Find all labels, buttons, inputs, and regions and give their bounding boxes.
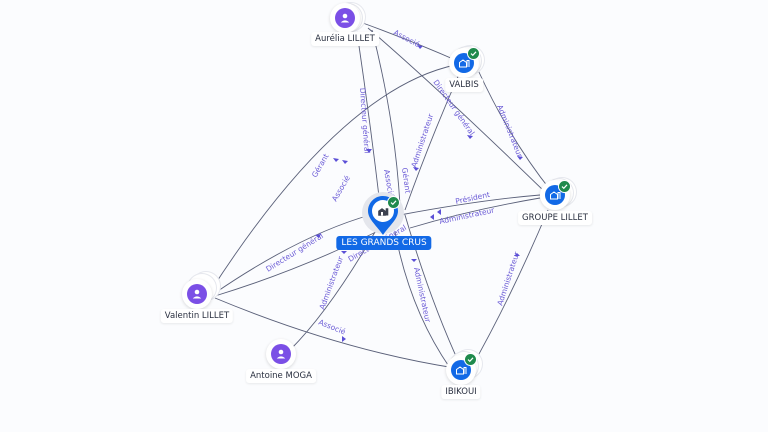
node-label: VALBIS xyxy=(445,78,483,92)
edge-valbis-main xyxy=(404,71,461,211)
edge-label: Directeur général xyxy=(358,88,372,154)
edge-arrow xyxy=(467,135,473,139)
main-node-label: LES GRANDS CRUS xyxy=(336,236,432,250)
person-icon xyxy=(271,344,291,364)
node-label: Antoine MOGA xyxy=(246,369,316,383)
edge-valentin-main-dg xyxy=(214,214,371,294)
building-icon xyxy=(378,208,389,216)
edge-label: Administrateur xyxy=(495,103,525,159)
verified-check-icon xyxy=(387,196,400,209)
edge-label: Gérant xyxy=(310,152,331,179)
edge-label: Administrateur xyxy=(412,267,433,324)
edge-label: Gérant xyxy=(400,167,413,194)
edge-valbis-valentin xyxy=(209,64,456,293)
edge-groupe-main-admin xyxy=(409,197,541,229)
edge-arrow xyxy=(517,156,523,160)
edge-label: Associé xyxy=(317,318,347,337)
edge-arrow xyxy=(333,158,339,162)
edge-arrow xyxy=(341,251,347,254)
edge-label: Associé xyxy=(392,28,422,49)
edge-arrow xyxy=(430,214,434,220)
node-label: GROUPE LILLET xyxy=(518,211,592,225)
person-icon xyxy=(335,8,355,28)
node-label: Aurélia LILLET xyxy=(311,32,379,46)
edge-groupe-ibikoui xyxy=(469,209,549,371)
edge-label: Administrateur xyxy=(317,254,345,310)
edge-arrow xyxy=(514,253,520,256)
edge-label: Associé xyxy=(330,174,352,203)
edge-arrow xyxy=(315,234,321,238)
edge-valbis-groupe xyxy=(477,69,553,193)
node-label: Valentin LILLET xyxy=(160,309,234,323)
edge-label: Directeur général xyxy=(264,231,325,274)
edge-arrow xyxy=(342,336,346,342)
verified-check-icon xyxy=(558,180,571,193)
edge-arrow xyxy=(413,167,419,171)
edge-valentin-ibikoui xyxy=(214,297,456,369)
edge-aurelia-main-assoc xyxy=(371,29,401,206)
edge-label: Administrateur xyxy=(439,205,496,226)
edge-arrow xyxy=(366,149,372,153)
edge-label: Président xyxy=(455,190,491,206)
edge-arrow xyxy=(411,259,417,262)
building-icon xyxy=(451,360,471,380)
edge-arrow xyxy=(417,45,423,49)
edge-groupe-main-pres xyxy=(399,194,541,216)
verified-check-icon xyxy=(467,47,480,60)
edge-main-ibikoui-gerant xyxy=(404,214,461,366)
edge-arrow xyxy=(342,160,348,164)
edge-arrow xyxy=(437,209,441,215)
edge-aurelia-main-dg xyxy=(356,31,381,206)
person-icon xyxy=(187,284,207,304)
verified-check-icon xyxy=(464,353,477,366)
node-label: IBIKOUI xyxy=(441,385,481,399)
